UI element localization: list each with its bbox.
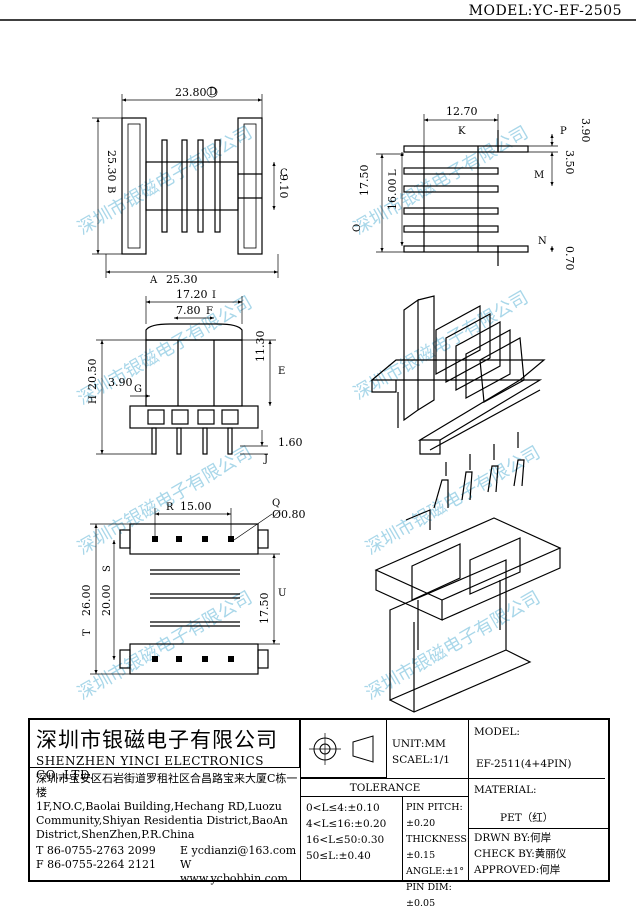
material-label: MATERIAL: [474, 784, 537, 796]
dims-front [92, 94, 279, 278]
view-iso-bottom [374, 459, 562, 713]
unit: UNIT:MM [392, 738, 446, 750]
model-label: MODEL: [474, 726, 520, 738]
model-value: EF-2511(4+4PIN) [476, 758, 572, 770]
company-en-name: SHENZHEN YINCI ELECTRONICS CO.,LTD. [36, 754, 264, 782]
dim-t-value: 26.00 [80, 585, 93, 617]
fax: F 86-0755-2264 2121 [36, 858, 157, 871]
email: E ycdianzi@163.com [180, 844, 297, 857]
watermark-8: 深圳市银磁电子有限公司 [362, 587, 544, 704]
dim-f-letter: F [206, 306, 213, 317]
tol-thickness: THICKNESS:±0.15 [406, 834, 471, 861]
address-en-3: District,ShenZhen,P.R.China [36, 828, 195, 841]
address-en-1: 1F,NO.C,Baolai Building,Hechang RD,Luozu [36, 800, 282, 813]
watermark-4: 深圳市银磁电子有限公司 [350, 287, 532, 404]
dim-m-letter: M [534, 170, 544, 181]
dim-k-value: 12.70 [446, 105, 478, 118]
dim-n-letter: N [538, 236, 547, 247]
tol-row-3: 16<L≤50:0.30 [306, 834, 385, 846]
watermark-3: 深圳市银磁电子有限公司 [74, 292, 256, 409]
dim-e-letter: E [278, 366, 285, 377]
tol-row-1: 0<L≤4:±0.10 [306, 802, 380, 814]
dims-bottom [90, 508, 280, 675]
dim-h-value: 20.50 [86, 359, 99, 391]
material-value: PET（红） [500, 812, 554, 824]
bottom-pins [152, 536, 234, 662]
dim-k-letter: K [458, 126, 466, 137]
dim-s-letter: S [102, 565, 113, 572]
dim-p-letter: P [560, 126, 567, 137]
dim-i-value: 17.20 [176, 288, 208, 301]
dim-e-value: 11.30 [254, 331, 267, 363]
address-en-2: Community,Shiyan Residentia District,Bao… [36, 814, 288, 827]
dim-u-value: 17.50 [258, 593, 271, 625]
dim-q-letter: Q [272, 498, 280, 509]
tol-row-2: 4<L≤16:±0.20 [306, 818, 387, 830]
company-cn-name: 深圳市银磁电子有限公司 [36, 728, 278, 752]
dim-d-letter: D [209, 87, 217, 98]
dim-l-letter: L [388, 169, 399, 176]
address-cn: 深圳市宝安区石岩街道罗租社区合昌路宝来大厦C栋一楼 [36, 772, 298, 799]
dim-f-value: 7.80 [176, 304, 201, 317]
projection-symbol [301, 720, 387, 778]
dim-b-value: 25.30 [105, 150, 118, 182]
dim-u-letter: U [278, 588, 286, 599]
web: W www.ycbobbin.com [180, 858, 288, 885]
title-block: 深圳市银磁电子有限公司 SHENZHEN YINCI ELECTRONICS C… [28, 718, 610, 909]
dim-b-letter: B [105, 186, 116, 193]
tol-pin-dim: PIN DIM:±0.05 [406, 882, 452, 909]
dim-r-letter: R [166, 502, 174, 513]
tol-angle: ANGLE:±1° [406, 866, 464, 877]
dim-j-value: 1.60 [278, 436, 303, 449]
dim-a-value: 25.30 [166, 273, 198, 286]
dim-o-letter: O [352, 224, 363, 232]
dim-n-value: 0.70 [563, 246, 576, 271]
dim-m-value: 3.50 [563, 150, 576, 175]
dim-i-letter: I [212, 290, 216, 301]
view-front [121, 117, 263, 255]
dim-h-letter: H [88, 395, 99, 404]
dim-o-value: 17.50 [358, 165, 371, 197]
view-side [403, 130, 529, 266]
dim-c-value: 9.10 [277, 174, 290, 199]
dims-side [376, 114, 558, 253]
view-iso-top [370, 295, 546, 476]
scale: SCAEL:1/1 [392, 754, 450, 766]
dim-a-letter: A [149, 275, 158, 286]
dims-elevation [96, 296, 276, 455]
dim-j-letter: J [263, 454, 268, 465]
dim-q-value: Ø0.80 [272, 508, 306, 521]
tol-pin-pitch: PIN PITCH:±0.20 [406, 802, 463, 829]
dim-r-value: 15.00 [180, 500, 212, 513]
dim-c-letter: C [280, 168, 288, 179]
dim-g-value: 3.90 [108, 376, 133, 389]
dim-t-letter: T [82, 629, 93, 636]
dim-p-value: 3.90 [579, 118, 592, 143]
view-bottom [119, 523, 269, 675]
tol-row-4: 50≤L:±0.40 [306, 850, 371, 862]
watermark-6: 深圳市银磁电子有限公司 [362, 442, 544, 559]
dim-g-letter: G [134, 384, 142, 395]
model-header: MODEL:YC-EF-2505 [468, 3, 622, 19]
check-by: CHECK BY:黄丽仪 [474, 848, 567, 860]
dim-s-value: 20.00 [100, 585, 113, 617]
watermark-2: 深圳市银磁电子有限公司 [350, 122, 532, 239]
dim-l-value: 16.00 [386, 179, 399, 211]
drawn-by: DRWN BY:何岸 [474, 832, 552, 844]
tolerance-label: TOLERANCE [349, 782, 421, 794]
dim-d-value: 23.80 [175, 86, 207, 99]
approved-by: APPROVED:何岸 [474, 864, 561, 876]
tel: T 86-0755-2763 2099 [36, 844, 156, 857]
view-elevation [129, 323, 259, 455]
